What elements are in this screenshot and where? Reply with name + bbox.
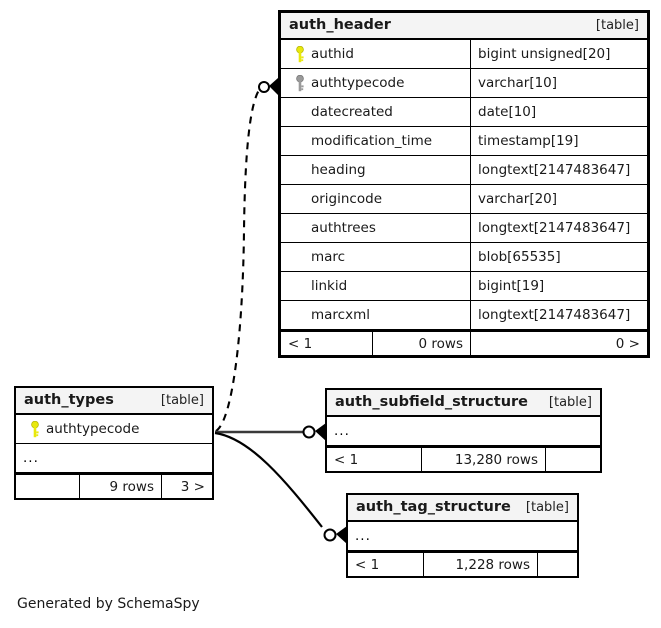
column-name: authtypecode xyxy=(46,421,140,437)
table-header: auth_tag_structure [table] xyxy=(348,495,577,522)
column-name: marcxml xyxy=(311,307,370,323)
column-name: marc xyxy=(311,249,346,265)
column-type: longtext[2147483647] xyxy=(470,301,647,329)
footer-row-count: 13,280 rows xyxy=(421,448,545,471)
footer-next-page[interactable] xyxy=(537,553,577,576)
column-name-cell: linkid xyxy=(281,272,470,300)
table-footer: 9 rows 3 > xyxy=(16,473,212,498)
table-row[interactable]: linkid bigint[19] xyxy=(281,272,647,301)
column-name-cell: heading xyxy=(281,156,470,184)
table-kind-label: [table] xyxy=(548,395,592,410)
column-name-cell: authtypecode xyxy=(16,415,212,443)
table-kind-label: [table] xyxy=(525,500,569,515)
column-type: longtext[2147483647] xyxy=(470,214,647,242)
column-name-cell: datecreated xyxy=(281,98,470,126)
column-name: linkid xyxy=(311,278,348,294)
column-type: bigint[19] xyxy=(470,272,647,300)
table-row[interactable]: authtrees longtext[2147483647] xyxy=(281,214,647,243)
table-title: auth_subfield_structure xyxy=(335,394,528,410)
table-kind-label: [table] xyxy=(595,18,639,33)
column-name-cell: marc xyxy=(281,243,470,271)
primary-key-icon xyxy=(24,420,46,438)
table-title: auth_header xyxy=(289,17,391,33)
edge-auth-types-to-auth-header xyxy=(215,78,278,432)
column-type: blob[65535] xyxy=(470,243,647,271)
column-name-cell: origincode xyxy=(281,185,470,213)
table-header: auth_types [table] xyxy=(16,388,212,415)
footer-next-page[interactable]: 3 > xyxy=(161,475,212,498)
table-title: auth_tag_structure xyxy=(356,499,511,515)
table-row[interactable]: heading longtext[2147483647] xyxy=(281,156,647,185)
more-columns-ellipsis: ... xyxy=(334,423,350,439)
column-name-cell: modification_time xyxy=(281,127,470,155)
table-row[interactable]: datecreated date[10] xyxy=(281,98,647,127)
table-footer: < 1 1,228 rows xyxy=(348,551,577,576)
footer-row-count: 1,228 rows xyxy=(423,553,537,576)
column-type: bigint unsigned[20] xyxy=(470,40,647,68)
table-row[interactable]: authtypecode varchar[10] xyxy=(281,69,647,98)
table-header: auth_header [table] xyxy=(281,13,647,40)
generated-by-caption: Generated by SchemaSpy xyxy=(17,596,200,612)
column-type: varchar[10] xyxy=(470,69,647,97)
column-type: varchar[20] xyxy=(470,185,647,213)
table-row[interactable]: modification_time timestamp[19] xyxy=(281,127,647,156)
column-type: longtext[2147483647] xyxy=(470,156,647,184)
table-footer: < 1 13,280 rows xyxy=(327,446,600,471)
footer-prev-page[interactable]: < 1 xyxy=(334,451,359,468)
column-name: modification_time xyxy=(311,133,433,149)
column-name: datecreated xyxy=(311,104,393,120)
primary-key-icon xyxy=(289,45,311,63)
table-row-more[interactable]: ... xyxy=(327,417,600,446)
table-header: auth_subfield_structure [table] xyxy=(327,390,600,417)
column-type: date[10] xyxy=(470,98,647,126)
column-name-cell: authtypecode xyxy=(281,69,470,97)
table-kind-label: [table] xyxy=(160,393,204,408)
footer-next-page[interactable]: 0 > xyxy=(470,332,647,355)
column-type: timestamp[19] xyxy=(470,127,647,155)
table-auth-header[interactable]: auth_header [table] authid bigint unsign… xyxy=(278,10,650,358)
table-footer: < 1 0 rows 0 > xyxy=(281,330,647,355)
column-name-cell: authid xyxy=(281,40,470,68)
table-title: auth_types xyxy=(24,392,114,408)
more-columns-ellipsis: ... xyxy=(355,528,371,544)
table-row-more[interactable]: ... xyxy=(348,522,577,551)
foreign-key-icon xyxy=(289,74,311,92)
table-row[interactable]: marcxml longtext[2147483647] xyxy=(281,301,647,330)
column-name: heading xyxy=(311,162,366,178)
footer-row-count: 9 rows xyxy=(79,475,161,498)
column-name-cell: marcxml xyxy=(281,301,470,329)
table-row[interactable]: marc blob[65535] xyxy=(281,243,647,272)
table-auth-subfield-structure[interactable]: auth_subfield_structure [table] ... < 1 … xyxy=(325,388,602,473)
footer-prev-page[interactable] xyxy=(16,475,79,498)
table-row[interactable]: authid bigint unsigned[20] xyxy=(281,40,647,69)
footer-prev-page[interactable]: < 1 xyxy=(355,556,380,573)
edge-auth-types-to-auth-subfield-structure xyxy=(215,423,326,441)
footer-row-count: 0 rows xyxy=(372,332,470,355)
table-auth-tag-structure[interactable]: auth_tag_structure [table] ... < 1 1,228… xyxy=(346,493,579,578)
table-row-more[interactable]: ... xyxy=(16,444,212,473)
table-row[interactable]: origincode varchar[20] xyxy=(281,185,647,214)
column-name: authid xyxy=(311,46,354,62)
footer-next-page[interactable] xyxy=(545,448,600,471)
column-name: authtrees xyxy=(311,220,376,236)
footer-prev-page[interactable]: < 1 xyxy=(288,335,313,352)
column-name: authtypecode xyxy=(311,75,405,91)
column-name-cell: authtrees xyxy=(281,214,470,242)
more-columns-ellipsis: ... xyxy=(23,450,39,466)
table-row[interactable]: authtypecode xyxy=(16,415,212,444)
table-auth-types[interactable]: auth_types [table] authtypecode ... xyxy=(14,386,214,500)
column-name: origincode xyxy=(311,191,382,207)
